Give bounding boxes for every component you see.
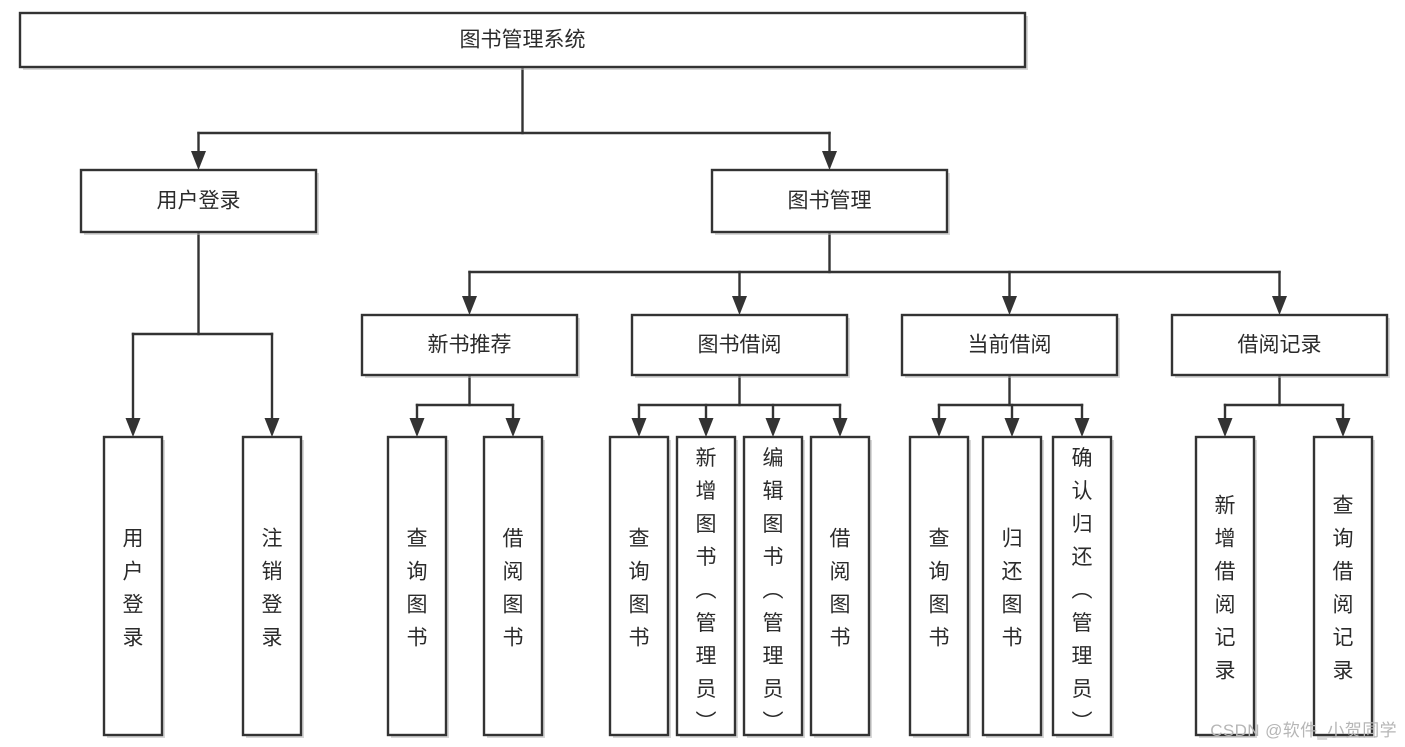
node-root[interactable]: 图书管理系统 — [18, 11, 1028, 70]
connector-newbookrec-to-leaves — [409, 373, 521, 437]
node-layer: 图书管理系统用户登录用户登录注销登录图书管理新书推荐查询图书借阅图书图书借阅查询… — [18, 11, 1390, 738]
node-confirm-return-admin[interactable]: 确认归还︵管理员︶ — [1051, 435, 1114, 738]
node-box[interactable] — [102, 435, 164, 737]
connector-root-to-level2 — [191, 65, 837, 170]
node-label: 借阅图书 — [503, 528, 524, 650]
node-box[interactable] — [1051, 435, 1113, 737]
node-query-borrow-record[interactable]: 查询借阅记录 — [1312, 435, 1375, 738]
node-book-manage[interactable]: 图书管理 — [710, 168, 950, 235]
arrow-head — [1217, 418, 1233, 437]
node-query-book-3[interactable]: 查询图书 — [908, 435, 971, 738]
node-box[interactable] — [809, 435, 871, 737]
arrow-head — [765, 418, 781, 437]
arrow-head — [1335, 418, 1351, 437]
arrow-head — [822, 151, 837, 170]
arrow-head — [1004, 418, 1020, 437]
node-label: 新书推荐 — [428, 334, 512, 357]
arrow-head — [931, 418, 947, 437]
node-label: 查询图书 — [407, 528, 428, 650]
node-box[interactable] — [482, 435, 544, 737]
node-box[interactable] — [241, 435, 303, 737]
node-box[interactable] — [630, 313, 849, 377]
node-label: 当前借阅 — [968, 334, 1052, 357]
node-user-logout[interactable]: 注销登录 — [241, 435, 304, 738]
node-box[interactable] — [608, 435, 670, 737]
node-label: 归还图书 — [1002, 528, 1023, 650]
node-label: 查询图书 — [929, 528, 950, 650]
arrow-head — [462, 296, 477, 315]
arrow-head — [125, 418, 141, 437]
node-box[interactable] — [981, 435, 1043, 737]
node-label: 用户登录 — [123, 528, 144, 650]
node-box[interactable] — [1194, 435, 1256, 737]
arrow-head — [409, 418, 425, 437]
node-box[interactable] — [1312, 435, 1374, 737]
node-query-book-2[interactable]: 查询图书 — [608, 435, 671, 738]
arrow-head — [1002, 296, 1017, 315]
node-label: 用户登录 — [157, 190, 241, 213]
node-box[interactable] — [1170, 313, 1389, 377]
node-box[interactable] — [386, 435, 448, 737]
arrow-head — [1074, 418, 1090, 437]
node-box[interactable] — [900, 313, 1119, 377]
connector-bookmanage-to-level3 — [462, 230, 1287, 315]
node-user-login[interactable]: 用户登录 — [79, 168, 319, 235]
node-user-login-do[interactable]: 用户登录 — [102, 435, 165, 738]
watermark-text: CSDN @软件_小贺同学 — [1210, 721, 1397, 740]
node-box[interactable] — [675, 435, 737, 737]
node-label: 查询借阅记录 — [1333, 495, 1354, 683]
node-new-book-rec[interactable]: 新书推荐 — [360, 313, 580, 378]
node-query-book-1[interactable]: 查询图书 — [386, 435, 449, 738]
node-borrow-book-1[interactable]: 借阅图书 — [482, 435, 545, 738]
node-borrow-book-2[interactable]: 借阅图书 — [809, 435, 872, 738]
node-label: 新增图书︵管理员︶ — [696, 447, 717, 734]
arrow-head — [505, 418, 521, 437]
arrow-head — [832, 418, 848, 437]
connector-borrowrecord-to-leaves — [1217, 373, 1351, 437]
node-label: 借阅图书 — [830, 528, 851, 650]
arrow-head — [264, 418, 280, 437]
node-box[interactable] — [710, 168, 949, 234]
node-add-book-admin[interactable]: 新增图书︵管理员︶ — [675, 435, 738, 738]
node-label: 新增借阅记录 — [1215, 495, 1236, 683]
node-label: 查询图书 — [629, 528, 650, 650]
node-return-book[interactable]: 归还图书 — [981, 435, 1044, 738]
node-box[interactable] — [360, 313, 579, 377]
arrow-head — [631, 418, 647, 437]
arrow-head — [1272, 296, 1287, 315]
node-box[interactable] — [742, 435, 804, 737]
node-borrow-record[interactable]: 借阅记录 — [1170, 313, 1390, 378]
node-box[interactable] — [908, 435, 970, 737]
node-current-borrow[interactable]: 当前借阅 — [900, 313, 1120, 378]
connector-bookborrow-to-leaves — [631, 373, 848, 437]
arrow-head — [191, 151, 206, 170]
connector-layer — [125, 65, 1351, 437]
node-box[interactable] — [18, 11, 1027, 69]
node-label: 借阅记录 — [1238, 334, 1322, 357]
arrow-head — [698, 418, 714, 437]
node-label: 确认归还︵管理员︶ — [1072, 447, 1093, 734]
node-label: 图书借阅 — [698, 334, 782, 357]
node-label: 注销登录 — [262, 528, 283, 650]
node-book-borrow[interactable]: 图书借阅 — [630, 313, 850, 378]
arrow-head — [732, 296, 747, 315]
node-edit-book-admin[interactable]: 编辑图书︵管理员︶ — [742, 435, 805, 738]
node-label: 图书管理系统 — [460, 29, 586, 52]
connector-userlogin-to-leaves — [125, 230, 280, 437]
connector-currentborrow-to-leaves — [931, 373, 1090, 437]
node-add-borrow-record[interactable]: 新增借阅记录 — [1194, 435, 1257, 738]
node-label: 编辑图书︵管理员︶ — [763, 447, 784, 734]
node-label: 图书管理 — [788, 190, 872, 213]
node-box[interactable] — [79, 168, 318, 234]
